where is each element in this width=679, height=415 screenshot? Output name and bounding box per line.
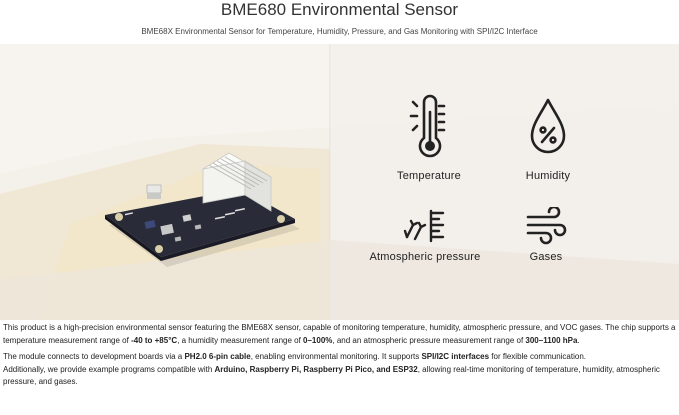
feature-humidity-label: Humidity [525, 170, 571, 182]
pressure-gauge-icon [403, 209, 445, 243]
desc-text: , allowing real-time monitoring of tempe… [3, 364, 660, 387]
page-title: BME680 Environmental Sensor [220, 0, 459, 19]
humidity-drop-icon [530, 98, 566, 154]
feature-pressure-label: Atmospheric pressure [369, 251, 481, 263]
desc-text: Additionally, we provide example program… [3, 364, 215, 374]
feature-humidity: Humidity [478, 94, 618, 182]
desc-highlight: SPI/I2C interfaces [421, 352, 490, 361]
desc-text: , and an atmospheric pressure measuremen… [332, 335, 526, 345]
product-hero-image: Temperature Humidity [0, 44, 679, 320]
desc-highlight: 300–1100 hPa [525, 335, 578, 345]
feature-gases-label: Gases [529, 251, 563, 263]
thermometer-icon [409, 94, 446, 158]
product-description: This product is a high-precision environ… [3, 322, 677, 393]
desc-highlight: -40 to +85°C [131, 335, 178, 345]
desc-text: , enabling environmental monitoring. It … [250, 352, 422, 361]
desc-text: for flexible communication. [489, 352, 586, 361]
feature-temperature-label: Temperature [397, 170, 461, 182]
description-paragraph-2: The module connects to development board… [3, 351, 677, 389]
sensor-board-image [105, 152, 300, 267]
desc-text: This product is a high-precision environ… [3, 323, 676, 345]
desc-text: . [577, 335, 580, 345]
feature-pressure: Atmospheric pressure [355, 207, 495, 263]
feature-gases: Gases [476, 207, 616, 263]
page-subtitle: BME68X Environmental Sensor for Temperat… [141, 27, 538, 36]
feature-temperature: Temperature [359, 94, 499, 182]
wind-gas-icon [526, 207, 567, 245]
desc-highlight: Arduino, Raspberry Pi, Raspberry Pi Pico… [214, 364, 418, 374]
desc-highlight: PH2.0 6-pin cable [184, 352, 251, 361]
desc-highlight: 0–100% [303, 335, 333, 345]
desc-text: The module connects to development board… [3, 352, 185, 361]
description-paragraph-1: This product is a high-precision environ… [3, 322, 677, 347]
desc-text: , a humidity measurement range of [177, 335, 304, 345]
